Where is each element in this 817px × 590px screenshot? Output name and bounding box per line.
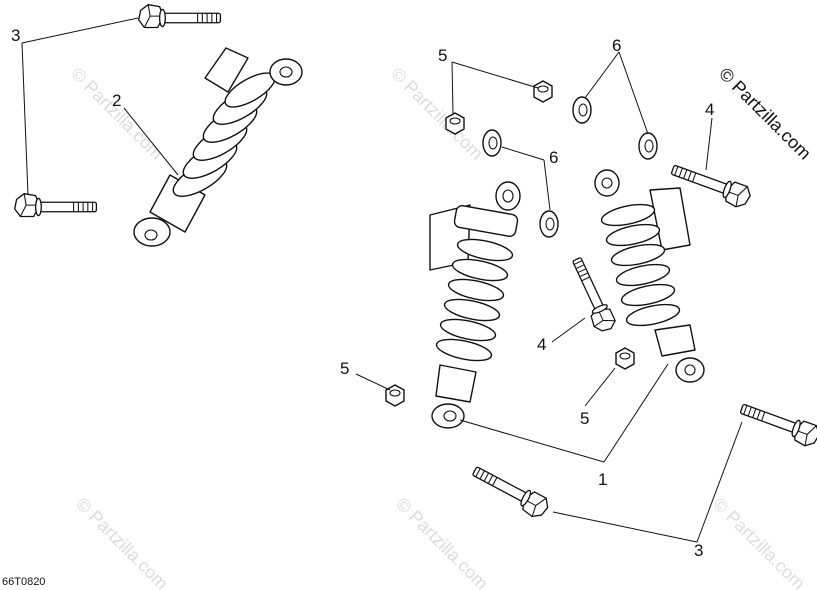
- callout-6-top: 6: [612, 36, 621, 55]
- callouts: 3 2 5 6 6 4 4 5 5 1 3: [11, 26, 714, 560]
- washer-4: [539, 210, 559, 238]
- watermark-1: © Partzilla.com: [67, 64, 167, 164]
- watermark-5: © Partzilla.com: [709, 494, 809, 590]
- watermark-4: © Partzilla.com: [392, 494, 492, 590]
- callout-6-middle: 6: [549, 148, 558, 167]
- nut-left: [445, 112, 465, 135]
- leader-lines: [21, 17, 743, 543]
- callout-4-lower: 4: [537, 335, 546, 354]
- callout-1: 1: [598, 470, 607, 489]
- copyright-text: © Partzilla.com: [715, 64, 815, 164]
- shock-absorber-front-right: [594, 169, 705, 383]
- washer-1: [572, 96, 592, 124]
- callout-3-top-left: 3: [11, 26, 20, 45]
- callout-3-bottom: 3: [694, 541, 703, 560]
- washer-3: [482, 129, 502, 157]
- nut-top: [533, 80, 553, 103]
- bolt-3-right: [736, 399, 817, 450]
- callout-5-top: 5: [438, 46, 447, 65]
- callout-5-center: 5: [580, 409, 589, 428]
- bolt-left: [14, 193, 98, 218]
- nut-bottom-left: [385, 384, 405, 407]
- watermarks: © Partzilla.com © Partzilla.com © Partzi…: [67, 64, 809, 590]
- diagram-code: 66T0820: [2, 576, 45, 588]
- callout-4-upper: 4: [705, 100, 714, 119]
- nut-center: [615, 347, 635, 370]
- callout-2: 2: [112, 91, 121, 110]
- washer-2: [638, 132, 658, 160]
- watermark-2: © Partzilla.com: [387, 64, 487, 164]
- bolt-4-lower: [564, 254, 619, 336]
- shock-absorber-front-left: [429, 181, 521, 429]
- bolt-top-left: [138, 4, 222, 29]
- watermark-3: © Partzilla.com: [72, 494, 172, 590]
- shock-absorber-left: [133, 47, 303, 247]
- callout-5-left: 5: [340, 359, 349, 378]
- bolt-3-bottom: [467, 461, 552, 522]
